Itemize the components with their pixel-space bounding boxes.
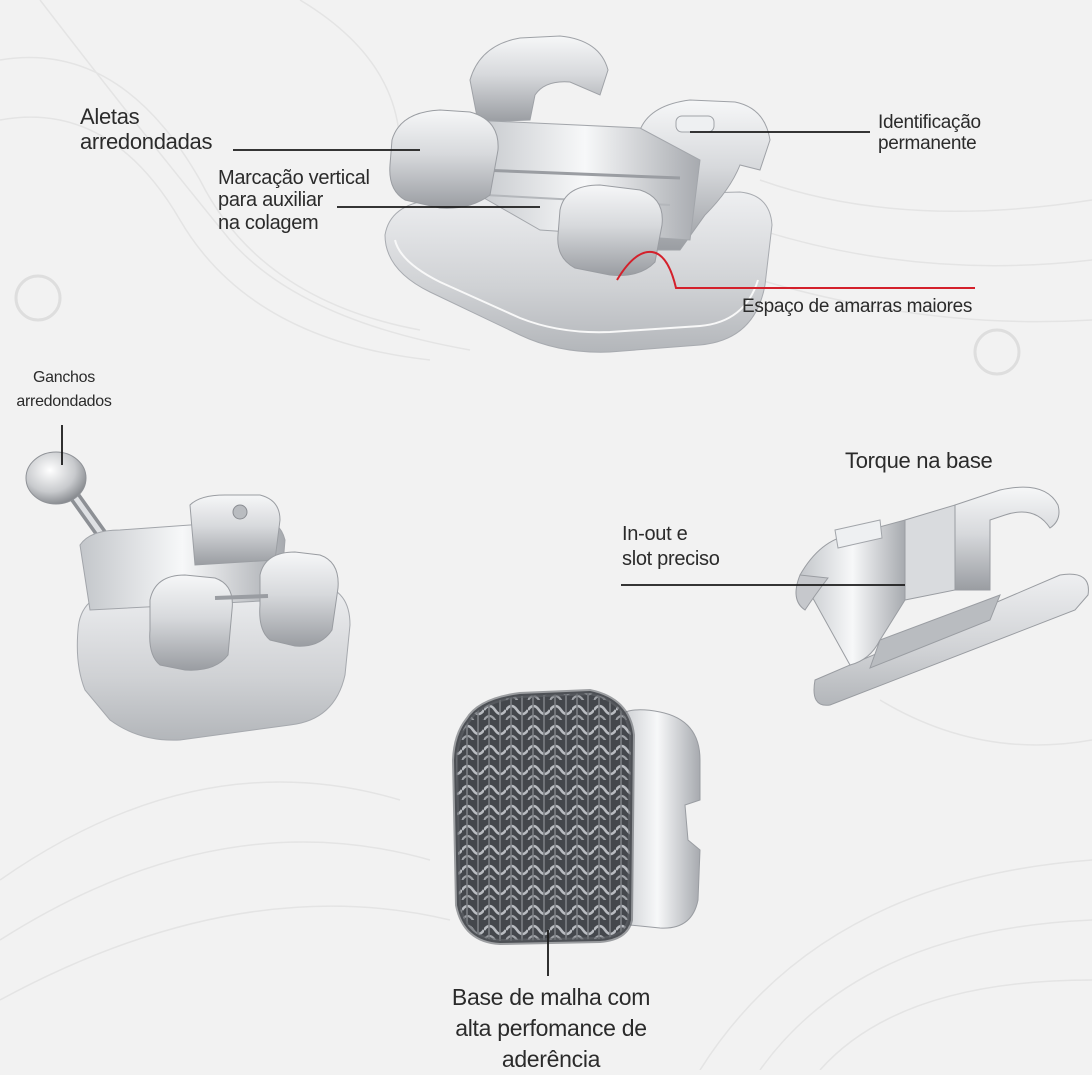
decor-circle-right (973, 328, 1021, 376)
label-marcacao-vertical: Marcação vertical para auxiliar na colag… (218, 167, 370, 234)
bracket-side (795, 486, 1089, 706)
decor-circle-left (14, 274, 62, 322)
label-aletas-arredondadas: Aletas arredondadas (80, 104, 213, 154)
bracket-top (384, 35, 773, 353)
bracket-mesh (451, 688, 701, 946)
label-torque-base: Torque na base (845, 448, 993, 473)
label-inout-slot: In-out e slot preciso (622, 523, 720, 570)
label-base-malha: Base de malha com alta perfomance de ade… (451, 984, 651, 1073)
label-espaco-amarras: Espaço de amarras maiores (742, 296, 973, 317)
label-ganchos-arredondados: Ganchos arredondados (16, 369, 112, 410)
bracket-hook (25, 451, 351, 741)
label-identificacao-permanente: Identificação permanente (878, 112, 981, 155)
leader-lines (61, 131, 905, 976)
leader-espaco (616, 250, 975, 289)
